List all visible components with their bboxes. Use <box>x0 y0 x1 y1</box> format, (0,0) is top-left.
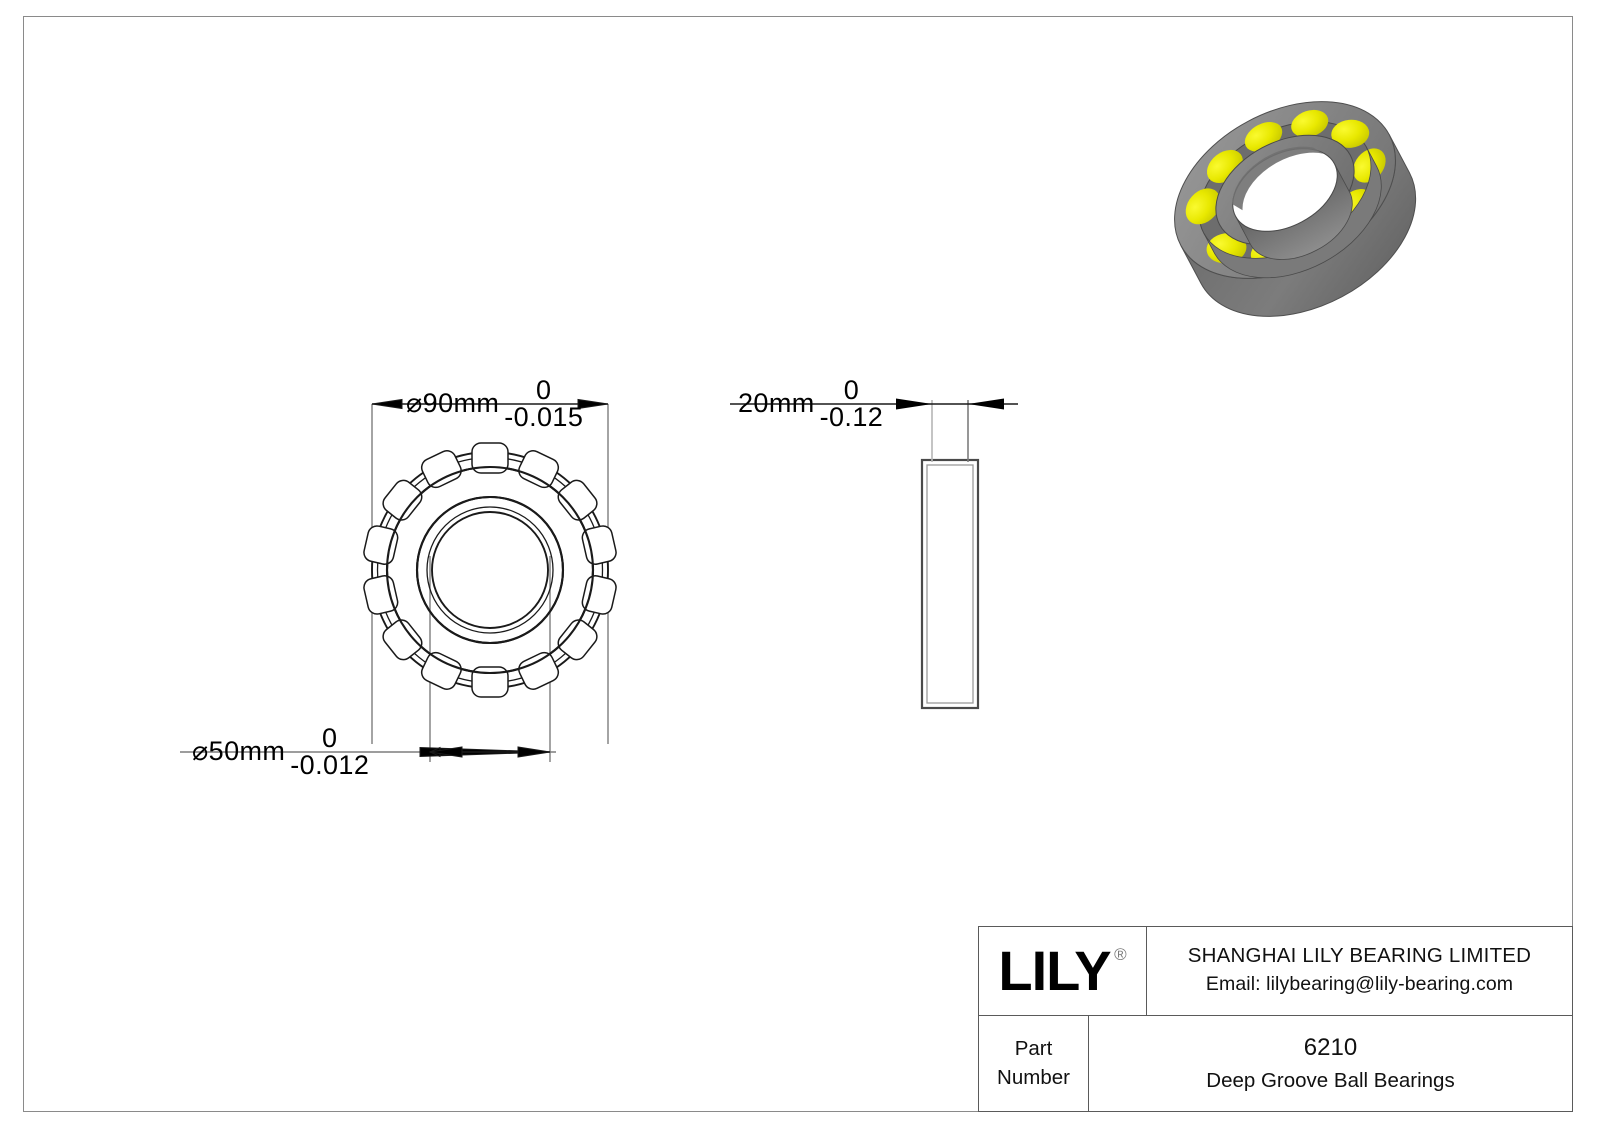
logo-wordmark: LILY <box>998 938 1111 1002</box>
part-label-line-2: Number <box>997 1066 1070 1090</box>
part-number-value: 6210 <box>1303 1033 1358 1061</box>
registered-trademark-icon: ® <box>1114 944 1127 964</box>
id-tolerance-lower: -0.012 <box>290 750 370 780</box>
od-tolerance: 0-0.015 <box>504 377 583 431</box>
od-tolerance-upper: 0 <box>536 375 552 405</box>
width-tolerance-upper: 0 <box>843 375 860 405</box>
outer-diameter-dimension <box>371 398 609 410</box>
od-value: 90mm <box>422 388 500 419</box>
company-info-cell: SHANGHAI LILY BEARING LIMITED Email: lil… <box>1147 927 1572 1015</box>
part-number-label-cell: Part Number <box>979 1015 1089 1111</box>
width-value: 20mm <box>738 388 815 419</box>
id-value: 50mm <box>208 736 286 767</box>
front-view-bearing <box>363 404 617 762</box>
lily-logo: LILY ® <box>998 942 1127 999</box>
company-name: SHANGHAI LILY BEARING LIMITED <box>1187 943 1532 967</box>
title-block-part-row: Part Number 6210 Deep Groove Ball Bearin… <box>979 1015 1572 1111</box>
title-block: LILY ® SHANGHAI LILY BEARING LIMITED Ema… <box>978 926 1573 1112</box>
width-dimension <box>730 398 1018 462</box>
logo-cell: LILY ® <box>979 927 1147 1015</box>
part-description: Deep Groove Ball Bearings <box>1206 1068 1455 1092</box>
width-tolerance-lower: -0.12 <box>819 402 884 432</box>
title-block-header-row: LILY ® SHANGHAI LILY BEARING LIMITED Ema… <box>979 927 1572 1016</box>
company-email: Email: lilybearing@lily-bearing.com <box>1205 973 1514 996</box>
inner-diameter-dimension <box>180 746 556 758</box>
ball-set <box>363 442 617 698</box>
part-label-line-1: Part <box>1014 1036 1053 1060</box>
isometric-bearing-model <box>1174 101 1417 317</box>
id-tolerance: 0-0.012 <box>290 725 369 779</box>
od-tolerance-lower: -0.015 <box>504 402 584 432</box>
side-view-profile <box>920 458 980 710</box>
id-tolerance-upper: 0 <box>322 723 338 753</box>
width-tolerance: 0-0.12 <box>820 377 884 431</box>
id-diameter-symbol: ⌀ <box>192 736 209 767</box>
od-diameter-symbol: ⌀ <box>406 388 423 419</box>
part-info-cell: 6210 Deep Groove Ball Bearings <box>1089 1016 1572 1111</box>
